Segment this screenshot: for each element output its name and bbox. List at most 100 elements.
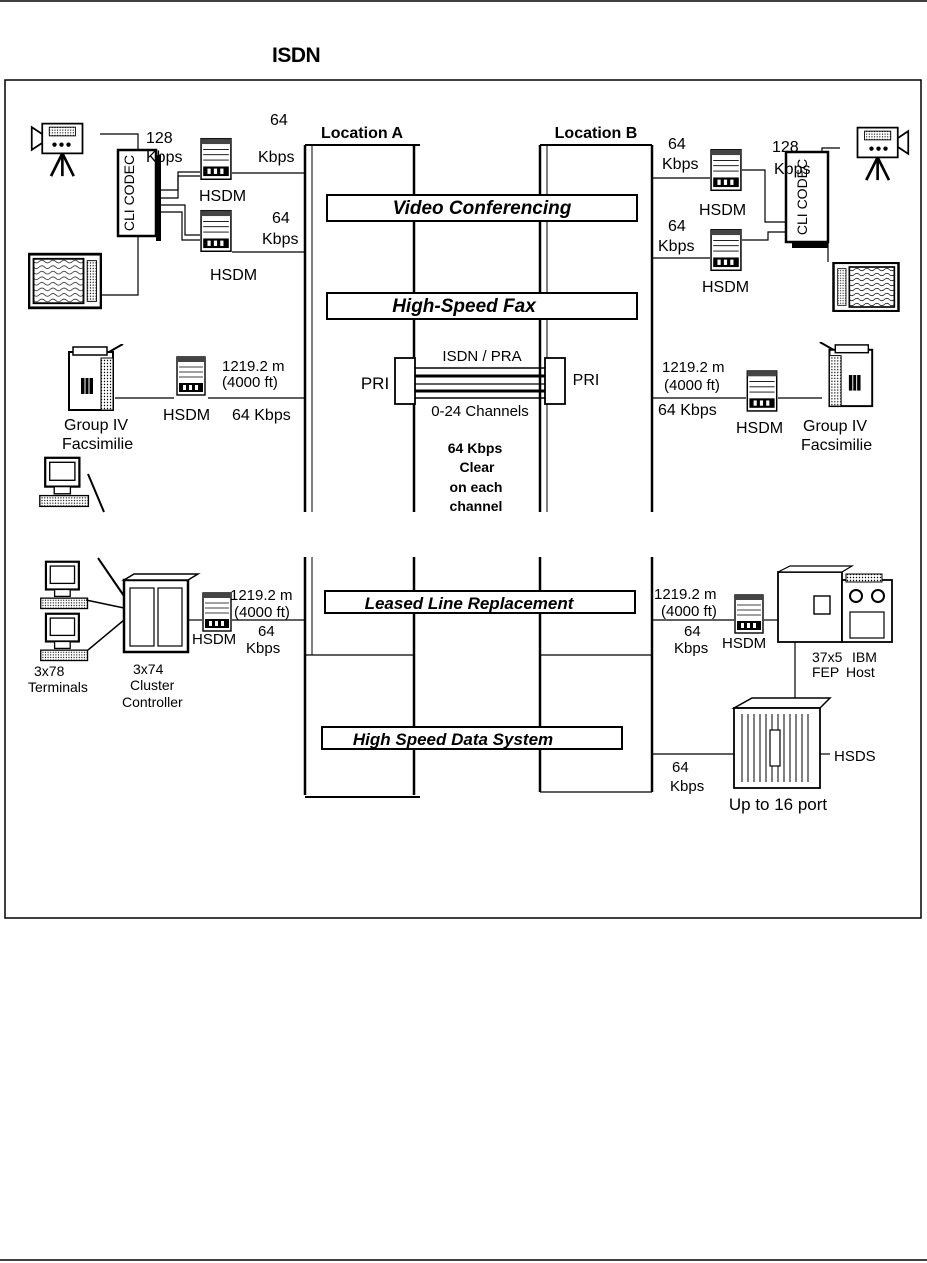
svg-text:Kbps: Kbps: [670, 778, 704, 795]
hsdm-icon: [710, 228, 742, 272]
right-leased-line-system: 1219.2 m (4000 ft) 64 Kbps HSDM 37x5 IBM…: [652, 565, 893, 680]
svg-text:1219.2 m: 1219.2 m: [662, 359, 725, 376]
svg-text:(4000 ft): (4000 ft): [234, 604, 290, 621]
svg-text:Kbps: Kbps: [658, 238, 694, 255]
right-video-system: CLI CODEC 128 Kbps 64 Kbps 64 Kbps HSDM …: [652, 126, 910, 312]
svg-text:FEP: FEP: [812, 664, 839, 680]
svg-text:Kbps: Kbps: [258, 149, 294, 166]
video-camera-icon: [856, 126, 910, 182]
video-monitor-icon: [28, 252, 102, 310]
left-fax-system: 1219.2 m (4000 ft) HSDM 64 Kbps Group IV…: [38, 344, 305, 513]
figure-frame: [4, 79, 922, 919]
svg-text:CLI CODEC: CLI CODEC: [121, 155, 137, 231]
svg-text:(4000 ft): (4000 ft): [661, 603, 717, 620]
svg-text:64 Kbps: 64 Kbps: [232, 407, 291, 424]
svg-text:1219.2 m: 1219.2 m: [230, 587, 293, 604]
codec-unit: [784, 150, 830, 244]
svg-text:64: 64: [272, 210, 290, 227]
hsdm-icon: [176, 356, 206, 396]
svg-text:64: 64: [270, 112, 288, 129]
location-b-column: [538, 144, 654, 793]
svg-text:37x5: 37x5: [812, 649, 843, 665]
svg-text:64: 64: [668, 136, 686, 153]
fax-machine-icon: [67, 344, 125, 412]
svg-text:1219.2 m: 1219.2 m: [222, 358, 285, 375]
svg-text:64: 64: [672, 759, 689, 776]
channels-label: 0-24 Channels: [431, 403, 529, 420]
svg-text:64 Kbps: 64 Kbps: [658, 402, 717, 419]
fax-machine-icon: [818, 342, 874, 408]
hsdm-icon: [746, 370, 778, 412]
svg-text:Facsimilie: Facsimilie: [62, 436, 133, 453]
svg-text:Kbps: Kbps: [262, 231, 298, 248]
svg-text:HSDS: HSDS: [834, 748, 876, 765]
location-b-label: Location B: [555, 125, 638, 142]
svg-text:128: 128: [146, 130, 173, 147]
svg-text:CLI CODEC: CLI CODEC: [794, 159, 810, 235]
ports-caption: Up to 16 port: [729, 795, 828, 814]
svg-text:Host: Host: [846, 664, 875, 680]
svg-text:HSDM: HSDM: [210, 267, 257, 284]
svg-text:Kbps: Kbps: [146, 149, 182, 166]
hsdm-icon: [710, 148, 742, 192]
svg-text:(4000 ft): (4000 ft): [664, 377, 720, 394]
banner-leased-line-replacement: Leased Line Replacement: [324, 590, 636, 614]
svg-text:1219.2 m: 1219.2 m: [654, 586, 717, 603]
svg-text:Controller: Controller: [122, 694, 183, 710]
left-leased-line-system: 1219.2 m (4000 ft) HSDM 64 Kbps 3x74 Clu…: [28, 557, 305, 710]
cluster-controller-unit: [122, 578, 190, 654]
hsdm-icon: [734, 594, 764, 634]
hsdm-icon: [200, 209, 232, 253]
svg-text:Kbps: Kbps: [674, 640, 708, 657]
svg-text:64: 64: [684, 623, 701, 640]
svg-text:Video Conferencing: Video Conferencing: [393, 198, 572, 219]
svg-text:64: 64: [258, 623, 275, 640]
svg-text:128: 128: [772, 139, 799, 156]
svg-text:Leased Line Replacement: Leased Line Replacement: [365, 594, 575, 613]
hsdm-icon: [202, 592, 232, 632]
svg-text:HSDM: HSDM: [192, 631, 236, 648]
right-hsds-system: HSDS 64 Kbps Up to 16 port: [652, 642, 876, 814]
svg-text:Cluster: Cluster: [130, 677, 175, 693]
banner-high-speed-fax: High-Speed Fax: [326, 292, 638, 320]
svg-text:HSDM: HSDM: [699, 202, 746, 219]
svg-text:Terminals: Terminals: [28, 679, 88, 695]
svg-text:(4000 ft): (4000 ft): [222, 374, 278, 391]
svg-text:HSDM: HSDM: [199, 188, 246, 205]
svg-text:High Speed Data System: High Speed Data System: [353, 730, 553, 749]
clear-line-4: channel: [450, 498, 503, 514]
svg-text:Kbps: Kbps: [246, 640, 280, 657]
terminal-icon: [39, 612, 89, 662]
svg-text:Group IV: Group IV: [803, 418, 867, 435]
svg-text:3x78: 3x78: [34, 663, 65, 679]
clear-line-2: Clear: [459, 459, 495, 475]
svg-text:HSDM: HSDM: [736, 420, 783, 437]
svg-text:Kbps: Kbps: [774, 161, 810, 178]
svg-text:3x74: 3x74: [133, 661, 164, 677]
left-video-system: CLI CODEC 128 Kbps 64 Kbps 64 Kbps HSDM …: [28, 112, 305, 310]
svg-text:HSDM: HSDM: [722, 635, 766, 652]
right-fax-system: 1219.2 m (4000 ft) 64 Kbps HSDM Group IV…: [652, 342, 874, 454]
svg-text:64: 64: [668, 218, 686, 235]
location-a-label: Location A: [321, 125, 404, 142]
banner-video-conferencing: Video Conferencing: [326, 194, 638, 222]
page-title: ISDN: [272, 44, 321, 67]
svg-text:HSDM: HSDM: [702, 279, 749, 296]
isdn-pra-label: ISDN / PRA: [442, 348, 521, 365]
pri-left-label: PRI: [361, 374, 389, 393]
svg-text:Kbps: Kbps: [662, 156, 698, 173]
terminal-icon: [39, 560, 89, 610]
ibm-host-unit: [841, 573, 893, 643]
video-camera-icon: [30, 122, 84, 178]
isdn-pri-trunk: PRI PRI ISDN / PRA 0-24 Channels 64 Kbps…: [361, 348, 600, 514]
hsdm-icon: [200, 137, 232, 181]
svg-text:High-Speed Fax: High-Speed Fax: [392, 296, 537, 317]
svg-text:IBM: IBM: [852, 649, 877, 665]
clear-line-3: on each: [450, 479, 503, 495]
banner-high-speed-data-system: High Speed Data System: [321, 726, 623, 750]
fep-cabinet: [777, 565, 855, 643]
svg-text:HSDM: HSDM: [163, 407, 210, 424]
terminal-icon: [38, 456, 90, 508]
pri-right-label: PRI: [573, 372, 600, 389]
location-a-column: [303, 144, 420, 798]
